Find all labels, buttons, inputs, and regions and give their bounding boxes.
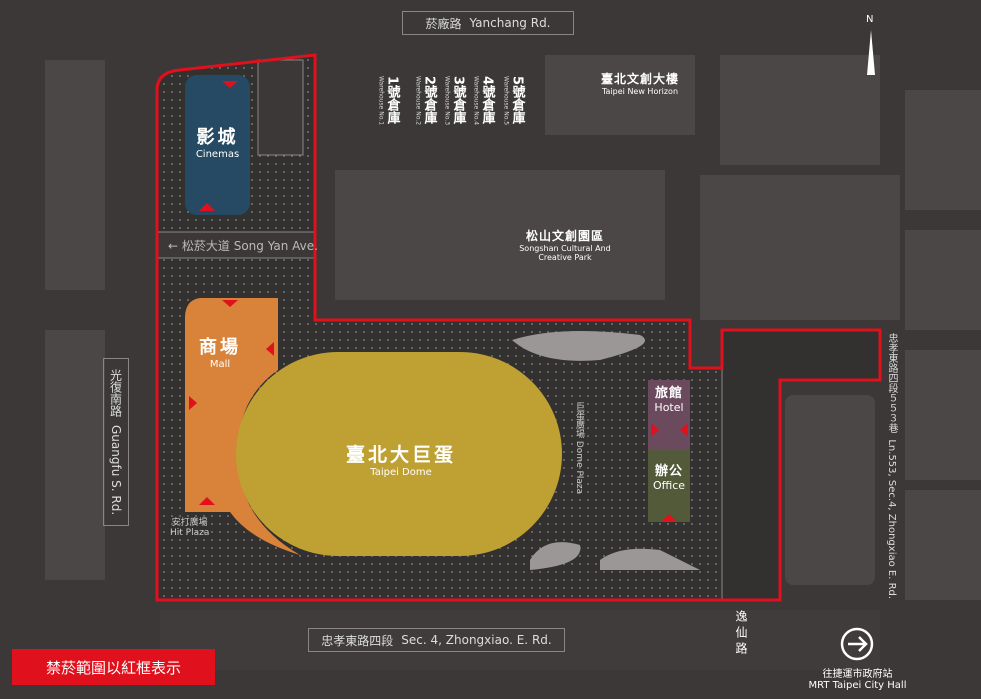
new-horizon-zh: 臺北文創大樓: [600, 72, 679, 86]
hit-plaza-en: Hit Plaza: [170, 528, 210, 538]
compass-label: N: [866, 14, 874, 25]
road-name-zh: ← 松菸大道: [168, 239, 230, 253]
warehouse-zh: 號倉庫: [450, 85, 466, 125]
cinemas-en: Cinemas: [195, 149, 240, 160]
city-blocks: [45, 55, 981, 670]
songshan-zh: 松山文創園區: [525, 229, 604, 243]
warehouse-zh: 號倉庫: [421, 85, 437, 125]
dome-plaza-label: 巨蛋廣場 Dome Plaza: [573, 402, 586, 494]
songshan-en2: Creative Park: [538, 253, 592, 262]
dome-zh: 臺北大巨蛋: [345, 444, 456, 466]
north-arrow-icon: [867, 30, 875, 75]
dome-plaza-zh: 巨蛋廣場: [574, 402, 584, 438]
warehouse-en: Warehouse No.5: [502, 76, 510, 126]
hotel-en: Hotel: [654, 401, 684, 414]
road-songyan: ← 松菸大道 Song Yan Ave.: [168, 237, 318, 254]
road-lane553: 忠孝東路四段５５３巷 Ln.553, Sec.4, Zhongxiao E. R…: [884, 333, 899, 599]
warehouse-zh: 號倉庫: [384, 85, 400, 125]
mrt-en: MRT Taipei City Hall: [808, 680, 907, 691]
warehouse-en: Warehouse No.1: [377, 76, 385, 126]
hotel-zh: 旅館: [654, 386, 683, 401]
hit-plaza-zh: 安打廣場: [171, 518, 208, 528]
office-zh: 辦公: [654, 464, 683, 479]
no-smoking-notice: 禁菸範圍以紅框表示: [12, 649, 215, 685]
road-name-en: Song Yan Ave.: [233, 239, 318, 253]
road-name-en: Ln.553, Sec.4, Zhongxiao E. Rd.: [886, 439, 897, 600]
dome-en: Taipei Dome: [370, 467, 432, 478]
entrance-markers: [189, 81, 688, 521]
warehouse-number: 1: [384, 76, 400, 86]
road-name-zh: 忠孝東路四段: [321, 633, 394, 648]
warehouse-en: Warehouse No.2: [414, 76, 422, 126]
arrow-right-circle-icon: [840, 627, 874, 661]
mrt-zh: 往捷運市政府站: [822, 669, 893, 680]
warehouse-number: 4: [479, 76, 495, 86]
warehouse-number: 2: [421, 76, 437, 86]
warehouse-zh: 號倉庫: [509, 85, 525, 125]
road-name-zh: 菸廠路: [425, 16, 462, 31]
mall-en: Mall: [209, 359, 231, 370]
warehouse-number: 3: [450, 76, 466, 86]
road-name-zh: 光復南路: [108, 368, 123, 417]
road-name-zh: 忠孝東路四段５５３巷: [886, 333, 897, 433]
office-en: Office: [652, 479, 686, 492]
mall-zh: 商場: [199, 337, 241, 358]
road-name-en: Sec. 4, Zhongxiao. E. Rd.: [401, 633, 552, 647]
road-yanchang: 菸廠路 Yanchang Rd.: [402, 11, 574, 35]
new-horizon-en: Taipei New Horizon: [601, 87, 679, 96]
warehouse-zh: 號倉庫: [479, 85, 495, 125]
warehouse-en: Warehouse No.4: [472, 76, 480, 126]
warehouse-en: Warehouse No.3: [443, 76, 451, 126]
road-zhongxiao: 忠孝東路四段 Sec. 4, Zhongxiao. E. Rd.: [308, 628, 565, 652]
road-yixian: 逸仙路: [734, 610, 748, 658]
cinemas-zh: 影城: [196, 127, 239, 148]
road-guangfu: 光復南路 Guangfu S. Rd.: [103, 358, 129, 526]
road-name-en: Guangfu S. Rd.: [109, 424, 123, 516]
warehouse-number: 5: [509, 76, 525, 86]
songshan-en1: Songshan Cultural And: [519, 244, 611, 253]
road-name-en: Yanchang Rd.: [469, 16, 551, 30]
dome-plaza-en: Dome Plaza: [574, 440, 584, 495]
